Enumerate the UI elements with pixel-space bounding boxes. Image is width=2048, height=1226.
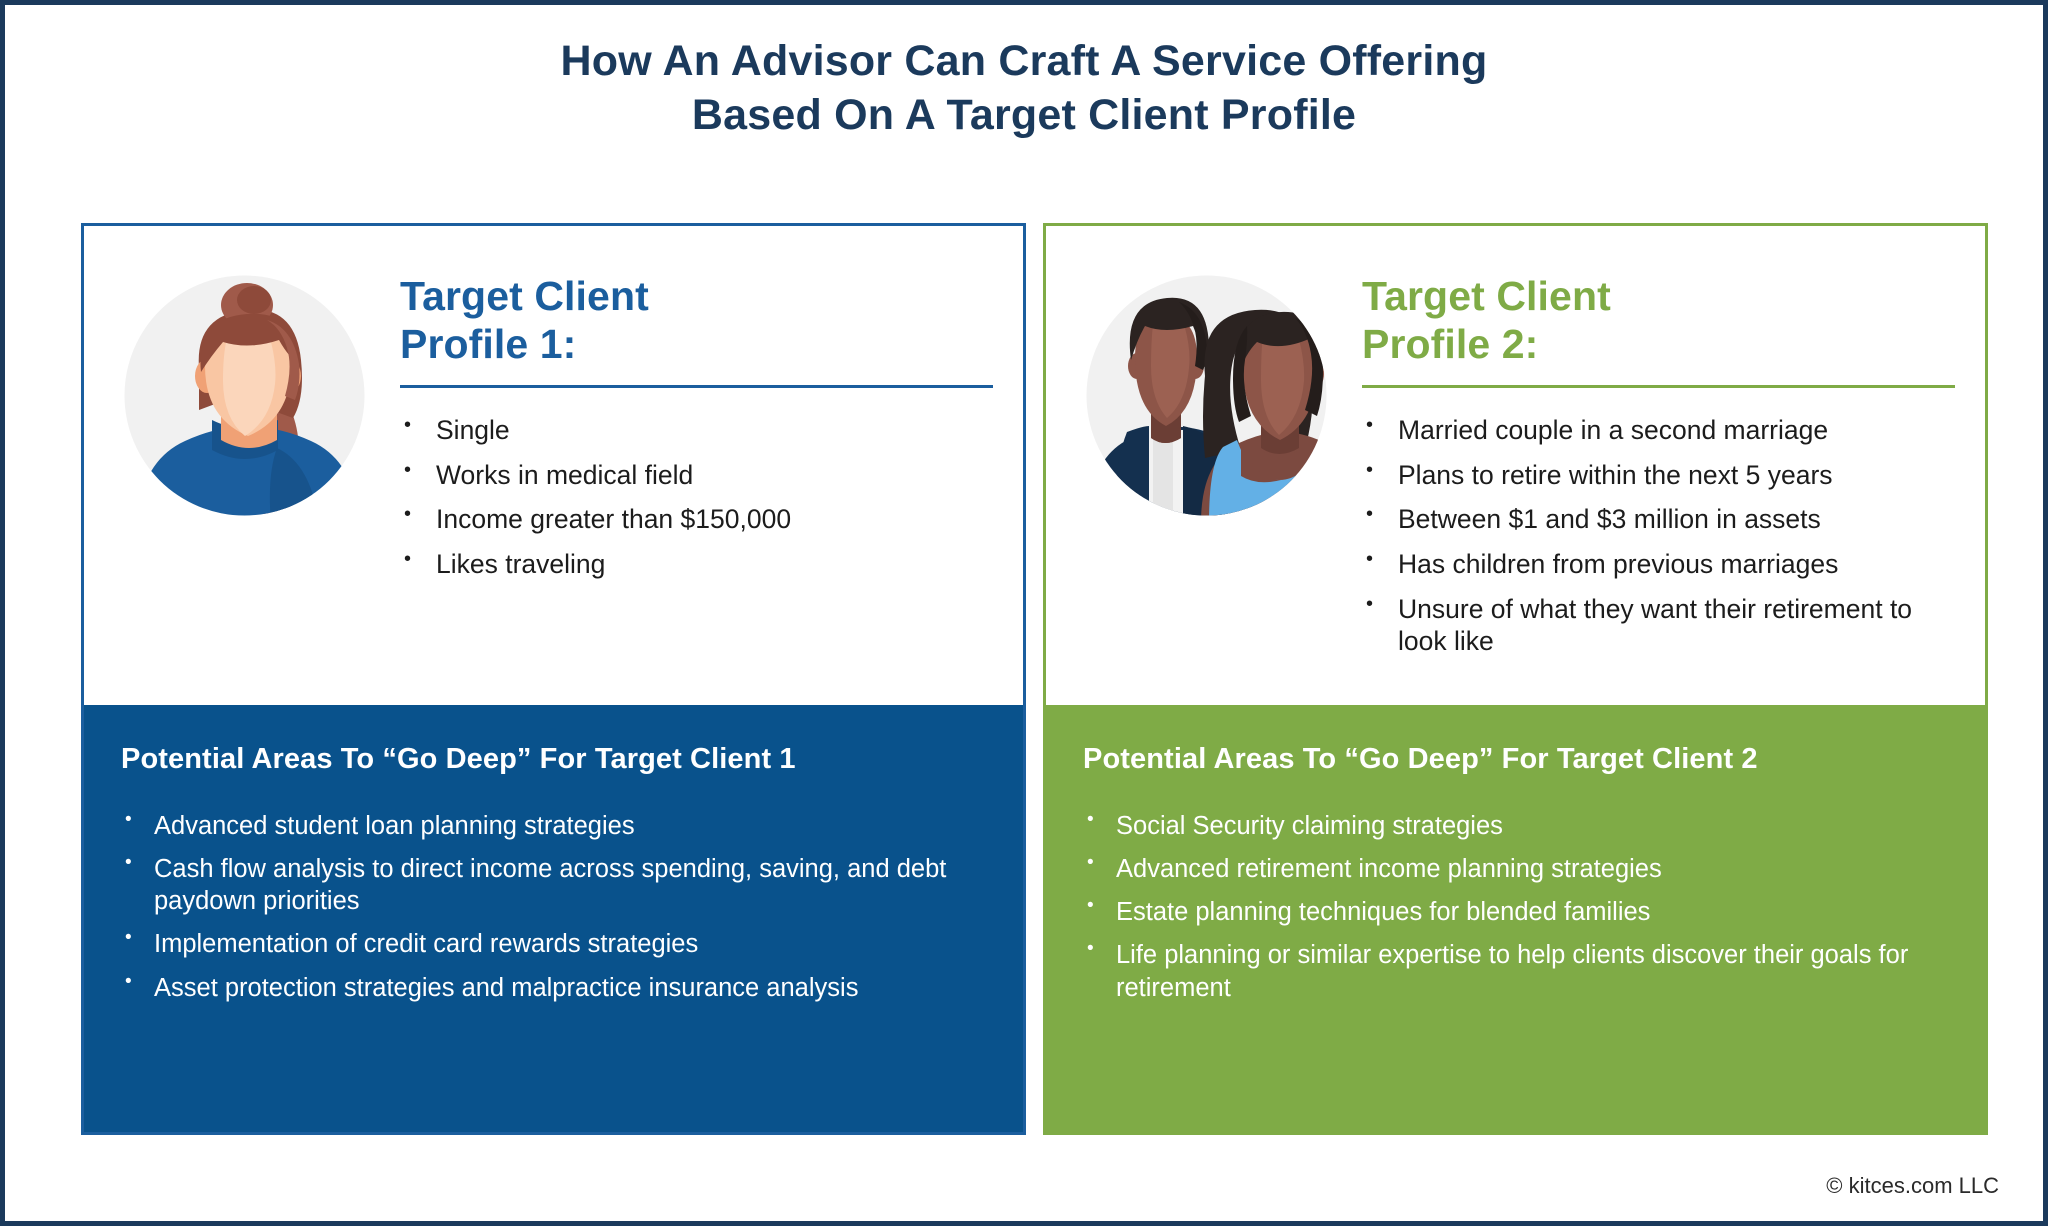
profile-1-heading: Target Client Profile 1: bbox=[400, 272, 993, 369]
list-item: Works in medical field bbox=[400, 458, 993, 491]
profile-2-go-deep-section: Potential Areas To “Go Deep” For Target … bbox=[1046, 705, 1985, 1132]
profile-1-heading-line-2: Profile 1: bbox=[400, 321, 577, 368]
single-woman-avatar-icon bbox=[117, 268, 372, 523]
profile-2-text: Target Client Profile 2: Married couple … bbox=[1334, 254, 1985, 670]
list-item: Advanced student loan planning strategie… bbox=[121, 808, 986, 842]
list-item: Single bbox=[400, 413, 993, 446]
list-item: Asset protection strategies and malpract… bbox=[121, 969, 986, 1004]
profile-2-bullet-list: Married couple in a second marriage Plan… bbox=[1362, 413, 1955, 658]
profile-2-heading-rule bbox=[1362, 384, 1955, 388]
list-item: Implementation of credit card rewards st… bbox=[121, 926, 986, 960]
list-item: Cash flow analysis to direct income acro… bbox=[121, 851, 986, 917]
list-item: Has children from previous marriages bbox=[1362, 547, 1955, 580]
profile-1-text: Target Client Profile 1: Single Works in… bbox=[372, 254, 1023, 593]
profile-2-heading-line-2: Profile 2: bbox=[1362, 321, 1539, 368]
list-item: Social Security claiming strategies bbox=[1083, 808, 1948, 842]
profile-2-heading-line-1: Target Client bbox=[1362, 273, 1611, 319]
profile-2-go-deep-list: Social Security claiming strategies Adva… bbox=[1083, 808, 1948, 1004]
profile-1-go-deep-title: Potential Areas To “Go Deep” For Target … bbox=[121, 743, 796, 775]
list-item: Income greater than $150,000 bbox=[400, 502, 993, 535]
profile-1-go-deep-list: Advanced student loan planning strategie… bbox=[121, 808, 986, 1004]
target-client-profile-2-panel: Target Client Profile 2: Married couple … bbox=[1043, 223, 1988, 1135]
list-item: Estate planning techniques for blended f… bbox=[1083, 894, 1948, 928]
list-item: Between $1 and $3 million in assets bbox=[1362, 502, 1955, 535]
list-item: Unsure of what they want their retiremen… bbox=[1362, 592, 1955, 658]
list-item: Likes traveling bbox=[400, 547, 993, 580]
title-line-1: How An Advisor Can Craft A Service Offer… bbox=[560, 37, 1488, 85]
profile-2-go-deep-title: Potential Areas To “Go Deep” For Target … bbox=[1083, 743, 1758, 775]
profile-1-go-deep-section: Potential Areas To “Go Deep” For Target … bbox=[84, 705, 1023, 1132]
list-item: Plans to retire within the next 5 years bbox=[1362, 458, 1955, 491]
profile-1-bullet-list: Single Works in medical field Income gre… bbox=[400, 413, 993, 581]
title-line-2: Based On A Target Client Profile bbox=[691, 90, 1357, 139]
list-item: Advanced retirement income planning stra… bbox=[1083, 851, 1948, 885]
target-client-profile-1-panel: Target Client Profile 1: Single Works in… bbox=[81, 223, 1026, 1135]
profile-1-summary: Target Client Profile 1: Single Works in… bbox=[84, 226, 1023, 714]
copyright-notice: © kitces.com LLC bbox=[1826, 1173, 1999, 1198]
page-title: How An Advisor Can Craft A Service Offer… bbox=[5, 35, 2043, 143]
profile-2-summary: Target Client Profile 2: Married couple … bbox=[1046, 226, 1985, 714]
list-item: Life planning or similar expertise to he… bbox=[1083, 937, 1948, 1003]
profile-1-heading-rule bbox=[400, 384, 993, 388]
profile-1-heading-line-1: Target Client bbox=[400, 273, 649, 319]
list-item: Married couple in a second marriage bbox=[1362, 413, 1955, 446]
married-couple-avatar-icon bbox=[1079, 268, 1334, 523]
profile-2-heading: Target Client Profile 2: bbox=[1362, 272, 1955, 369]
